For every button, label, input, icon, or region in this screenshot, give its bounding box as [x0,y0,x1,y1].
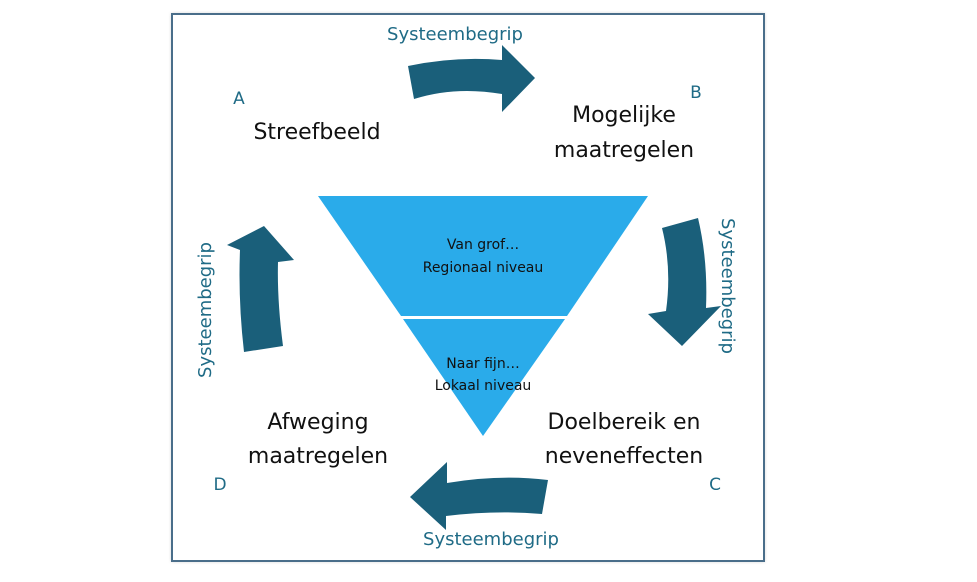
arrow-right-icon [648,218,721,346]
arrow-bottom-icon [410,462,548,530]
corner-letter-a: A [233,89,245,109]
arrow-label-left: Systeembegrip [195,242,216,378]
step-d-label-line-2: maatregelen [248,444,388,469]
arrow-label-top: Systeembegrip [387,24,523,45]
funnel-lower-section [403,319,565,436]
step-d-label-line-1: Afweging [267,410,368,435]
corner-letter-d: D [213,475,226,495]
arrow-label-bottom: Systeembegrip [423,529,559,550]
funnel-upper-line-1: Van grof… [447,237,519,253]
arrow-label-right: Systeembegrip [717,218,738,354]
step-a-label: Streefbeeld [253,120,380,145]
arrow-top-icon [408,45,535,112]
funnel-upper-line-2: Regionaal niveau [423,260,544,276]
step-b-label-line-1: Mogelijke [572,103,676,128]
funnel-upper-section [318,196,648,316]
arrow-left-icon [227,226,294,352]
step-c-label-line-1: Doelbereik en [548,410,701,435]
funnel-lower-line-2: Lokaal niveau [435,378,532,394]
corner-letter-c: C [709,475,721,495]
funnel-lower-line-1: Naar fijn… [446,356,519,372]
step-b-label-line-2: maatregelen [554,138,694,163]
step-c-label-line-2: neveneffecten [545,444,703,469]
corner-letter-b: B [690,83,702,103]
